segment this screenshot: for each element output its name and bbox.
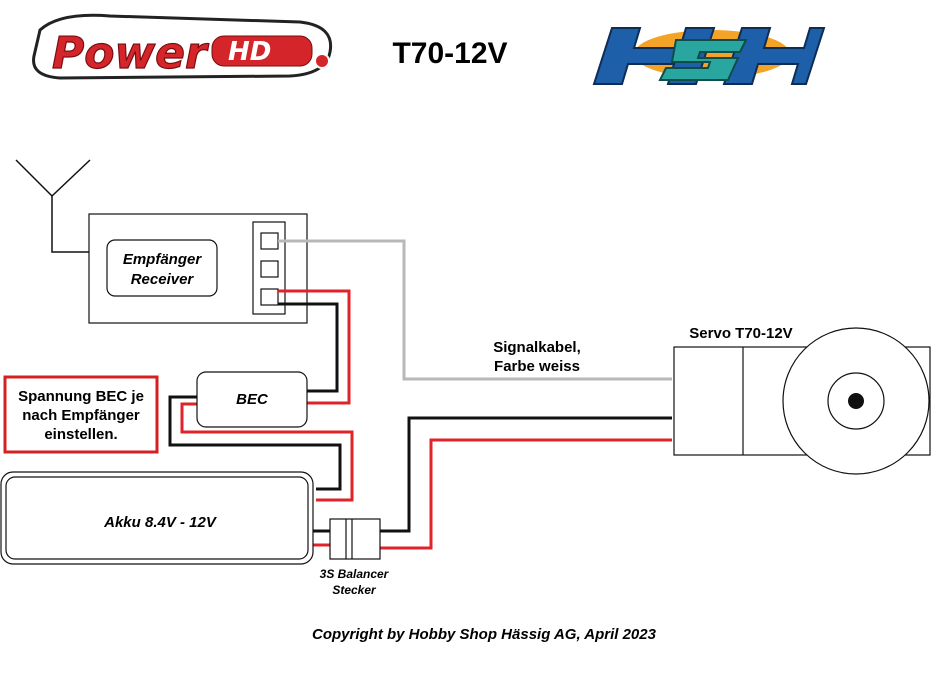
power-hd-logo: Power HD bbox=[32, 13, 333, 80]
servo-shaft bbox=[848, 393, 864, 409]
receiver: Empfänger Receiver bbox=[88, 213, 308, 324]
hsh-logo bbox=[592, 27, 826, 85]
antenna-icon bbox=[15, 159, 91, 253]
balancer-label-2: Stecker bbox=[332, 583, 377, 597]
note-line-3: einstellen. bbox=[44, 426, 117, 443]
receiver-pin-signal bbox=[260, 232, 279, 250]
receiver-label-en: Receiver bbox=[131, 271, 195, 288]
signal-cable-color: Farbe weiss bbox=[494, 358, 580, 375]
svg-text:Power: Power bbox=[52, 28, 209, 79]
bec-black-wire-receiver bbox=[278, 302, 339, 393]
battery-label: Akku 8.4V - 12V bbox=[103, 514, 218, 531]
svg-text:HD: HD bbox=[228, 37, 271, 67]
note-line-2: nach Empfänger bbox=[22, 407, 140, 424]
page-title: T70-12V bbox=[392, 37, 507, 70]
signal-cable-label: Signalkabel, bbox=[493, 339, 581, 356]
signal-wire bbox=[278, 239, 672, 381]
note-line-1: Spannung BEC je bbox=[18, 388, 144, 405]
receiver-pin-middle bbox=[260, 260, 279, 278]
bec-black-wire-input bbox=[168, 395, 342, 491]
servo-label: Servo T70-12V bbox=[689, 325, 792, 342]
receiver-pin-power bbox=[260, 288, 279, 306]
servo: Servo T70-12V bbox=[673, 325, 931, 475]
receiver-label: Empfänger bbox=[123, 251, 203, 268]
copyright-text: Copyright by Hobby Shop Hässig AG, April… bbox=[312, 626, 657, 643]
balancer-label: 3S Balancer bbox=[320, 567, 390, 581]
bec-label: BEC bbox=[236, 391, 269, 408]
bec-red-wire-receiver bbox=[278, 289, 351, 405]
servo-black-wire bbox=[380, 416, 672, 533]
balancer-connector: 3S Balancer Stecker bbox=[320, 518, 390, 597]
bec-red-wire-input bbox=[180, 402, 354, 502]
servo-red-wire bbox=[380, 438, 672, 550]
bec-voltage-note: Spannung BEC je nach Empfänger einstelle… bbox=[3, 375, 159, 454]
battery-pack: Akku 8.4V - 12V bbox=[0, 471, 314, 565]
bec-module: BEC bbox=[196, 371, 308, 428]
